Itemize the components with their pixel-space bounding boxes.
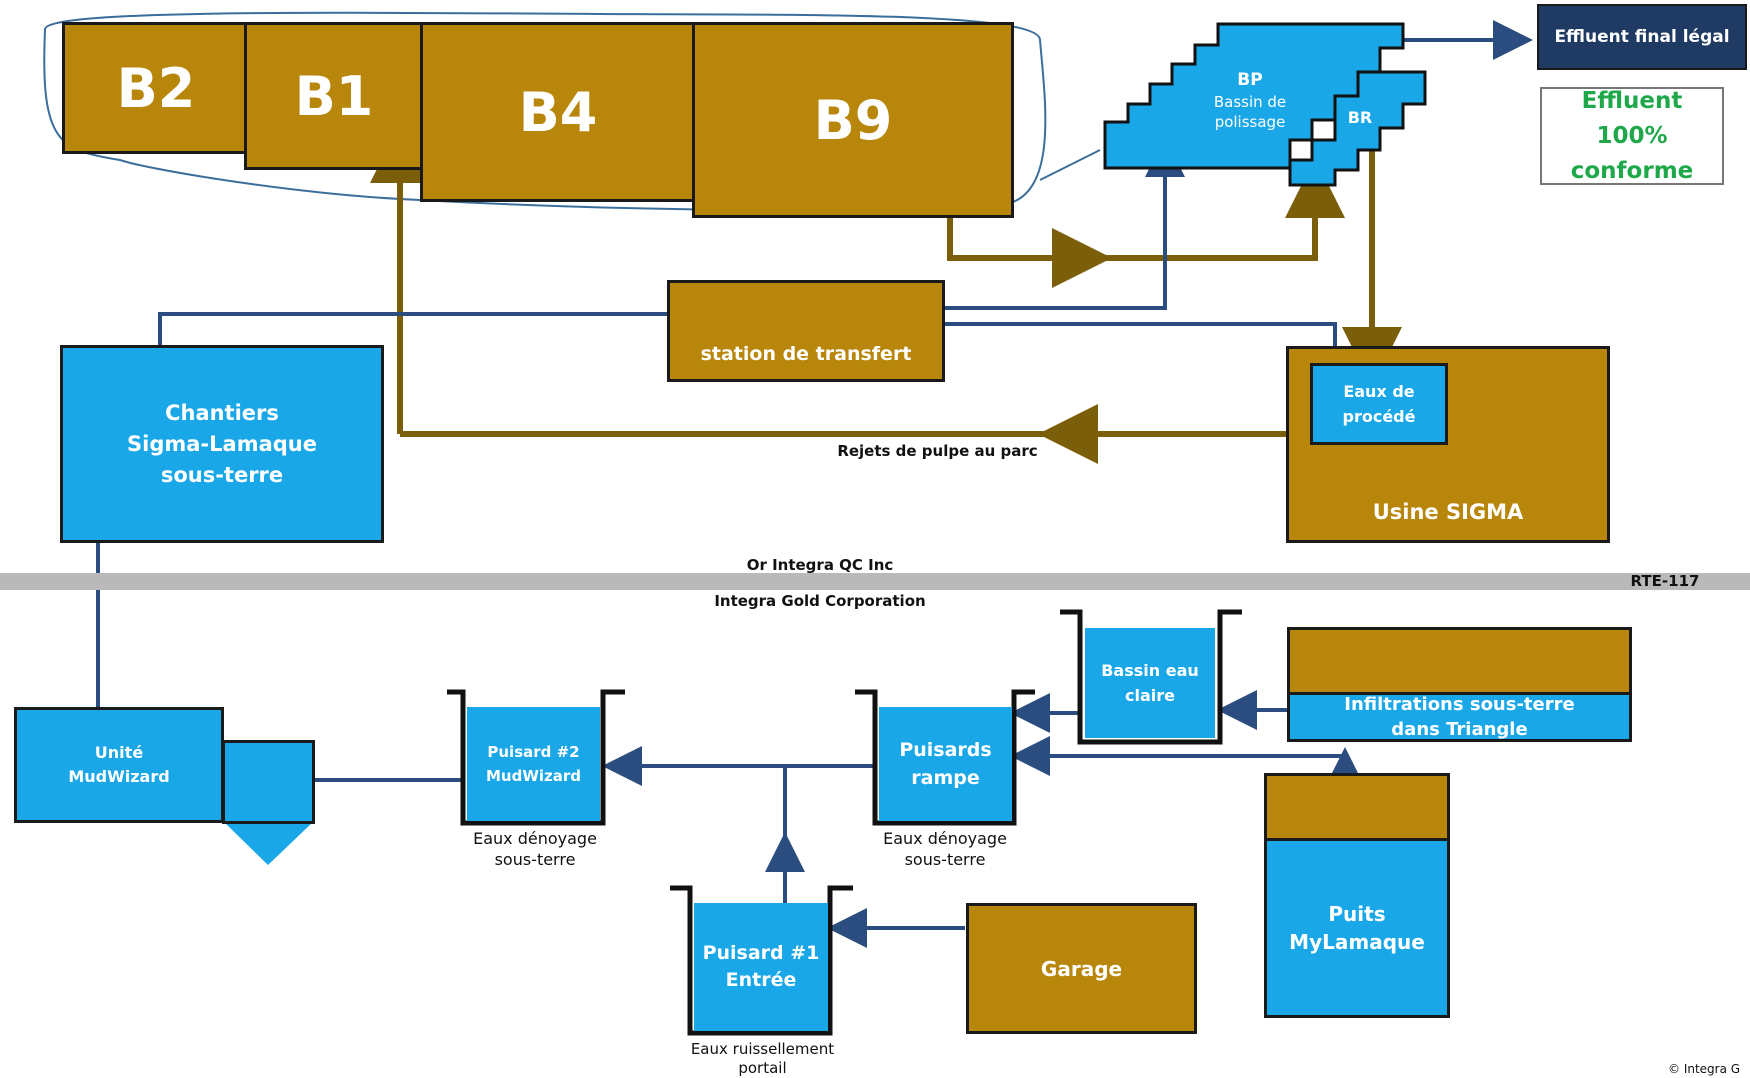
puits-mylamaque-box: Puits MyLamaque — [1264, 838, 1450, 1018]
rampe-walls — [855, 689, 1035, 826]
puisards-rampe-box: Puisards rampe — [879, 707, 1012, 821]
claire-walls — [1060, 609, 1242, 745]
infiltrations-box: Infiltrations sous-terre dans Triangle — [1287, 692, 1632, 742]
br-basin-shape — [1288, 70, 1427, 187]
bp-name: Bassin de polissage — [1213, 93, 1287, 131]
puisard2-box: Puisard #2 MudWizard — [467, 707, 600, 821]
chantiers-box: Chantiers Sigma-Lamaque sous-terre — [60, 345, 384, 543]
eaux-ruissellement-label: Eaux ruissellement portail — [690, 1040, 835, 1077]
effluent-final-box: Effluent final légal — [1537, 4, 1747, 70]
puisard1-walls — [670, 885, 853, 1036]
bp-basin-shape — [1103, 22, 1405, 170]
integra-gold-label: Integra Gold Corporation — [714, 592, 926, 610]
garage-box: Garage — [966, 903, 1197, 1034]
bp-code: BP — [1237, 70, 1263, 90]
basin-b9: B9 — [692, 22, 1014, 218]
eaux-denoyage-1-label: Eaux dénoyage sous-terre — [473, 829, 597, 869]
unite-mudwizard-box: Unité MudWizard — [14, 707, 224, 823]
puisard1-box: Puisard #1 Entrée — [694, 903, 828, 1031]
usine-sigma-label: Usine SIGMA — [1372, 500, 1524, 524]
basin-b4: B4 — [420, 22, 696, 202]
copyright-label: © Integra G — [1668, 1062, 1741, 1076]
mudwizard-cone — [224, 822, 313, 865]
basin-b9-label: B9 — [813, 88, 893, 152]
basin-b1-label: B1 — [294, 64, 374, 128]
basin-b2: B2 — [62, 22, 250, 154]
puisard2-walls — [447, 689, 625, 826]
station-transfert-label: station de transfert — [700, 343, 912, 365]
rte-label: RTE-117 — [1630, 572, 1700, 590]
b9-to-br-flow — [1100, 158, 1345, 261]
infiltrations-top — [1287, 627, 1632, 695]
mudwizard-tank — [222, 740, 315, 824]
rejets-label: Rejets de pulpe au parc — [837, 442, 1038, 460]
basin-b2-label: B2 — [116, 56, 196, 120]
basin-b4-label: B4 — [518, 80, 598, 144]
eaux-procede-box: Eaux de procédé — [1310, 363, 1448, 445]
road-band — [0, 573, 1750, 590]
basin-b1: B1 — [244, 22, 424, 170]
eaux-denoyage-2-label: Eaux dénoyage sous-terre — [883, 829, 1007, 869]
bassin-eau-claire-box: Bassin eau claire — [1085, 628, 1215, 738]
station-transfert-box: station de transfert — [667, 280, 945, 382]
br-label: BR — [1347, 108, 1373, 127]
puits-top — [1264, 773, 1450, 843]
or-integra-label: Or Integra QC Inc — [746, 556, 894, 574]
effluent-conforme-box: Effluent 100% conforme — [1540, 87, 1724, 185]
